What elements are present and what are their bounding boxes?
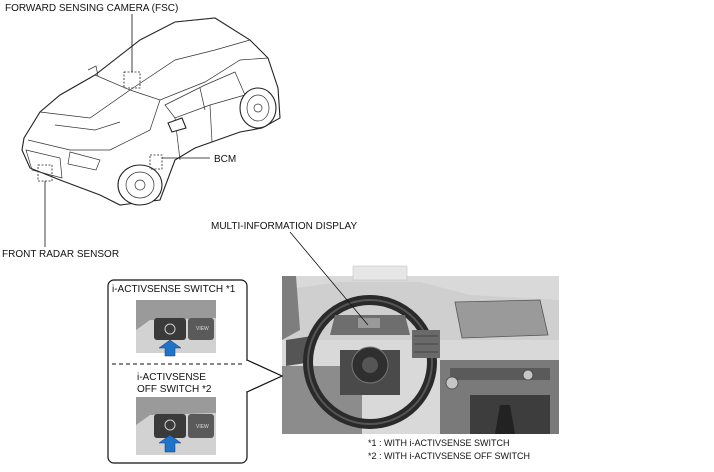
fsc-label: FORWARD SENSING CAMERA (FSC)	[5, 3, 178, 14]
switch-on-photo: VIEW	[136, 300, 216, 357]
i-activsense-off-icon	[164, 419, 176, 431]
press-arrow-icon	[158, 339, 182, 357]
mid-label: MULTI-INFORMATION DISPLAY	[211, 221, 357, 232]
footnote-1: *1 : WITH i-ACTIVSENSE SWITCH	[368, 438, 510, 448]
switch-off-label-line1: i-ACTIVSENSE	[137, 372, 206, 383]
front-radar-label: FRONT RADAR SENSOR	[2, 249, 119, 260]
switch-inset: i-ACTIVSENSE SWITCH *1 VIEW i-ACTIVSENSE…	[107, 279, 284, 464]
car-illustration	[21, 17, 281, 206]
inset-pointer	[246, 359, 284, 393]
bcm-label: BCM	[214, 154, 236, 165]
switch-off-photo: VIEW	[136, 397, 216, 455]
view-label-2: VIEW	[196, 424, 209, 430]
dashboard-photo	[282, 265, 559, 434]
press-arrow-icon	[158, 434, 182, 453]
mid-leader-line	[289, 231, 369, 326]
view-label-1: VIEW	[196, 326, 209, 332]
footnote-2: *2 : WITH i-ACTIVSENSE OFF SWITCH	[368, 451, 530, 461]
switch-on-label: i-ACTIVSENSE SWITCH *1	[112, 284, 236, 295]
bcm-marker	[149, 154, 163, 170]
i-activsense-icon	[164, 323, 176, 335]
switch-off-label-line2: OFF SWITCH *2	[137, 384, 212, 395]
